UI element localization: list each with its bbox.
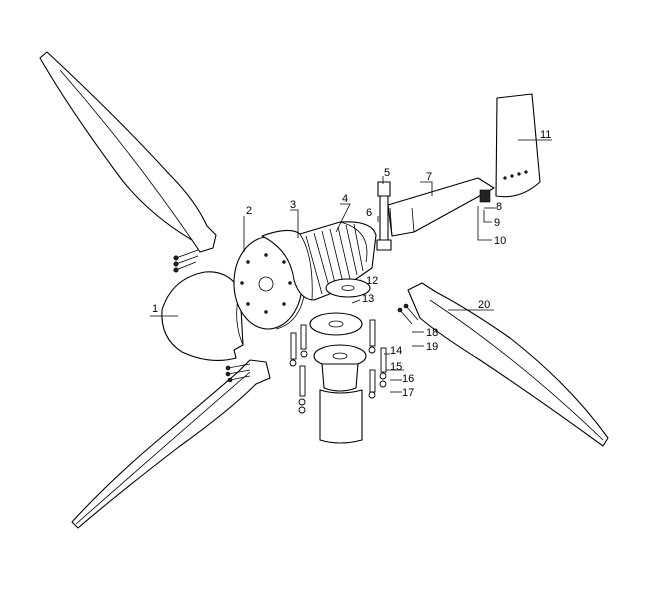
flange-upper: [325, 278, 371, 298]
tower-adapter: [313, 344, 367, 444]
callout-12: 12: [366, 275, 378, 287]
callout-11: 11: [540, 129, 551, 141]
callout-8: 8: [496, 201, 502, 213]
leader-lines: [150, 139, 552, 393]
callout-19: 19: [426, 341, 438, 353]
callout-9: 9: [494, 217, 500, 229]
callout-labels: 1 2 3 4 5 6 7 8 9 10 11 12 13 14 15 16 1…: [152, 129, 551, 399]
nose-cone: [161, 271, 244, 361]
callout-6: 6: [366, 207, 372, 219]
blade-bolts-upper-left: [173, 249, 199, 273]
callout-17: 17: [402, 387, 414, 399]
callout-2: 2: [246, 205, 252, 217]
blade-bolts-lower-left: [225, 363, 251, 383]
callout-13: 13: [362, 293, 374, 305]
callout-4: 4: [342, 193, 348, 205]
callout-18: 18: [426, 327, 438, 339]
blade-upper-left: [39, 51, 217, 273]
callout-7: 7: [426, 171, 432, 183]
callout-14: 14: [390, 345, 402, 357]
blade-bolts-right: [397, 303, 419, 325]
tail-fin: [495, 93, 541, 198]
callout-15: 15: [390, 361, 402, 373]
blade-lower-left: [71, 359, 271, 529]
callout-3: 3: [290, 199, 296, 211]
mount-bolts-right: [368, 319, 387, 399]
callout-16: 16: [402, 373, 414, 385]
yaw-shaft: [376, 181, 392, 251]
mount-bolts-left: [289, 324, 308, 414]
callout-20: 20: [478, 299, 490, 311]
tail-boom: [387, 177, 495, 237]
callout-10: 10: [494, 235, 506, 247]
callout-5: 5: [384, 167, 390, 179]
flange-lower: [309, 312, 363, 336]
blade-right: [397, 282, 609, 447]
callout-1: 1: [152, 303, 158, 315]
